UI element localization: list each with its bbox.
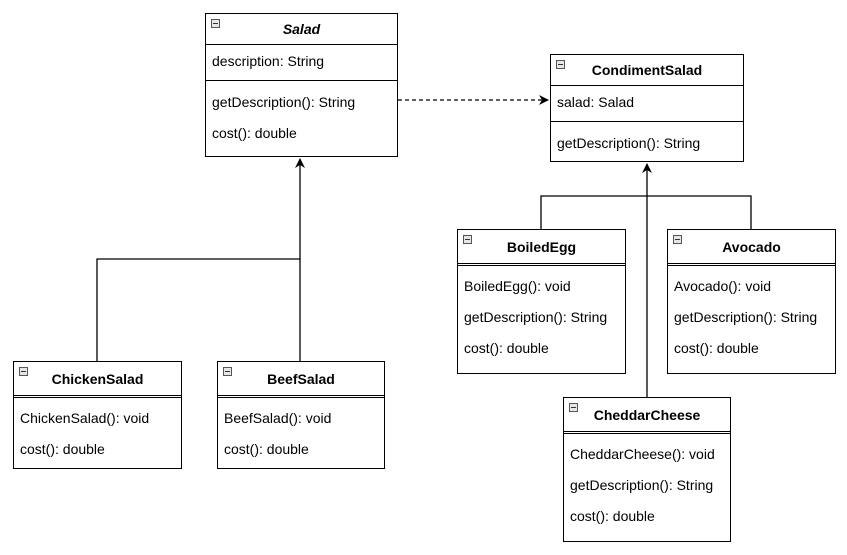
operation: getDescription(): String	[570, 477, 714, 493]
collapse-icon[interactable]	[556, 60, 565, 69]
edge-chickensalad-to-salad	[96, 158, 305, 361]
class-avocado[interactable]: Avocado Avocado(): void getDescription()…	[667, 229, 836, 374]
class-avocado-operations: Avocado(): void getDescription(): String…	[668, 266, 835, 364]
operation: getDescription(): String	[557, 135, 701, 151]
class-cheddarcheese-header: CheddarCheese	[564, 398, 730, 434]
class-condimentsalad[interactable]: CondimentSalad salad: Salad getDescripti…	[550, 54, 744, 162]
operation: Avocado(): void	[674, 278, 772, 294]
collapse-icon[interactable]	[223, 367, 232, 376]
operation: BeefSalad(): void	[224, 410, 332, 426]
operation: CheddarCheese(): void	[570, 446, 715, 462]
class-chickensalad-name: ChickenSalad	[51, 370, 144, 387]
class-chickensalad-operations: ChickenSalad(): void cost(): double	[14, 398, 181, 465]
operation: ChickenSalad(): void	[20, 410, 150, 426]
operation: cost(): double	[20, 441, 105, 457]
operation: getDescription(): String	[212, 94, 356, 110]
class-chickensalad-header: ChickenSalad	[14, 362, 181, 398]
collapse-icon[interactable]	[463, 235, 472, 244]
class-avocado-header: Avocado	[668, 230, 835, 266]
class-avocado-name: Avocado	[722, 238, 781, 255]
class-salad[interactable]: Salad description: String getDescription…	[205, 13, 398, 157]
edge-avocado-to-condimentsalad	[647, 195, 752, 229]
collapse-icon[interactable]	[569, 403, 578, 412]
class-salad-header: Salad	[206, 14, 397, 45]
class-boiledegg-name: BoiledEgg	[506, 238, 577, 255]
edge-boiledegg-to-condimentsalad	[540, 195, 647, 229]
operation: cost(): double	[674, 340, 759, 356]
class-chickensalad[interactable]: ChickenSalad ChickenSalad(): void cost()…	[13, 361, 182, 469]
class-cheddarcheese[interactable]: CheddarCheese CheddarCheese(): void getD…	[563, 397, 731, 542]
operation: getDescription(): String	[464, 309, 608, 325]
operation: cost(): double	[570, 508, 655, 524]
operation: getDescription(): String	[674, 309, 818, 325]
class-cheddarcheese-operations: CheddarCheese(): void getDescription(): …	[564, 434, 730, 532]
operation: cost(): double	[464, 340, 549, 356]
operation: BoiledEgg(): void	[464, 278, 571, 294]
class-beefsalad[interactable]: BeefSalad BeefSalad(): void cost(): doub…	[217, 361, 385, 469]
class-salad-operations: getDescription(): String cost(): double	[206, 81, 397, 149]
class-condimentsalad-operations: getDescription(): String	[551, 122, 743, 159]
class-beefsalad-header: BeefSalad	[218, 362, 384, 398]
operation: cost(): double	[224, 441, 309, 457]
class-salad-attributes: description: String	[206, 45, 397, 81]
class-salad-name: Salad	[282, 21, 321, 37]
operation: cost(): double	[212, 125, 297, 141]
class-beefsalad-name: BeefSalad	[267, 370, 335, 387]
collapse-icon[interactable]	[19, 367, 28, 376]
class-boiledegg[interactable]: BoiledEgg BoiledEgg(): void getDescripti…	[457, 229, 626, 374]
class-condimentsalad-header: CondimentSalad	[551, 55, 743, 86]
class-boiledegg-header: BoiledEgg	[458, 230, 625, 266]
collapse-icon[interactable]	[211, 19, 220, 28]
attribute: description: String	[212, 53, 325, 69]
class-cheddarcheese-name: CheddarCheese	[593, 406, 701, 423]
attribute: salad: Salad	[557, 94, 635, 110]
class-condimentsalad-attributes: salad: Salad	[551, 86, 743, 122]
class-beefsalad-operations: BeefSalad(): void cost(): double	[218, 398, 384, 465]
class-condimentsalad-name: CondimentSalad	[591, 62, 703, 78]
class-boiledegg-operations: BoiledEgg(): void getDescription(): Stri…	[458, 266, 625, 364]
collapse-icon[interactable]	[673, 235, 682, 244]
